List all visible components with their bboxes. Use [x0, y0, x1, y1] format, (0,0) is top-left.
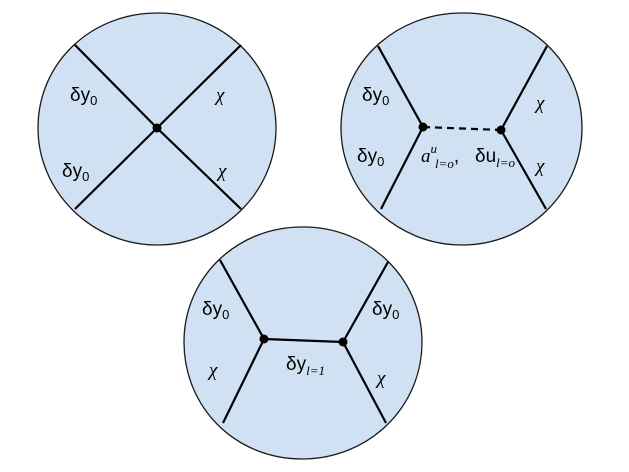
- diagram-3-vertex-left: [259, 334, 269, 344]
- diagram-3-leg-lower-right: [342, 341, 387, 424]
- diagram-3-leg-upper-left: [219, 259, 265, 340]
- diagram-2-vertex-left: [418, 122, 428, 132]
- diagram-2-leg-lower-left: [380, 126, 424, 210]
- diagram-3-vertex-right: [338, 337, 348, 347]
- diagram-3-label-right-top: δy0: [372, 299, 399, 322]
- diagram-2-label-right-top: χ: [534, 93, 545, 114]
- diagram-3-label-left-bottom: χ: [207, 360, 218, 381]
- diagram-2-vertex-right: [496, 125, 506, 135]
- diagram-1-leg-lower-right: [156, 127, 242, 210]
- diagram-3-solid-propagator: [263, 337, 344, 344]
- diagram-3-label-left-top: δy0: [202, 299, 229, 322]
- diagram-2-label-left-bottom: δy0: [357, 146, 384, 169]
- diagram-2-leg-upper-left: [377, 45, 424, 128]
- diagram-1-label-left-top: δy0: [70, 85, 97, 108]
- diagram-2-label-propagator-u: δul=o: [475, 146, 516, 170]
- diagram-solid-exchange: δy0 χ δy0 χ δyl=1: [183, 226, 423, 460]
- diagram-1-leg-upper-right: [156, 44, 242, 129]
- diagram-2-dashed-propagator: [422, 125, 502, 132]
- diagram-contact-vertex: δy0 δy0 χ χ: [37, 12, 277, 246]
- diagram-3-label-propagator: δyl=1: [286, 354, 325, 378]
- diagram-2-label-right-bottom: χ: [534, 156, 545, 177]
- diagram-1-leg-lower-left: [74, 127, 158, 210]
- diagram-3-leg-upper-right: [342, 261, 389, 343]
- diagram-3-leg-lower-left: [222, 338, 265, 424]
- diagram-1-label-left-bottom: δy0: [62, 161, 89, 184]
- diagram-3-label-right-bottom: χ: [375, 368, 386, 389]
- diagram-2-leg-lower-right: [500, 129, 547, 210]
- diagram-1-vertex: [152, 123, 162, 133]
- diagram-2-leg-upper-right: [500, 45, 548, 131]
- diagram-2-label-left-top: δy0: [362, 85, 389, 108]
- diagram-1-leg-upper-left: [74, 44, 158, 129]
- diagram-1-label-right-bottom: χ: [216, 161, 227, 182]
- diagram-1-label-right-top: χ: [214, 85, 225, 106]
- diagram-3-blob: [183, 226, 423, 460]
